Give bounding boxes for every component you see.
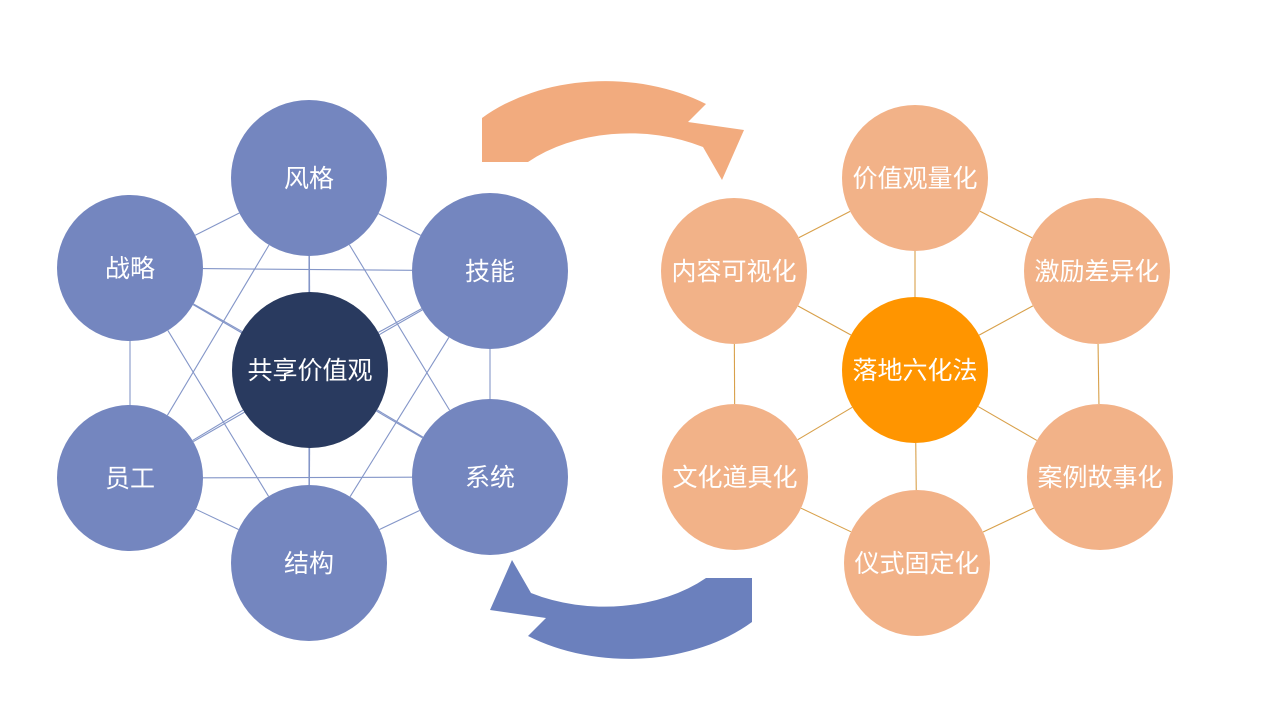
left-link-0-4	[166, 244, 270, 416]
left-node-1[interactable]: 技能	[412, 193, 568, 349]
right-link-5-0	[798, 210, 851, 239]
right-spoke-1	[978, 305, 1034, 336]
right-node-2[interactable]: 案例故事化	[1027, 404, 1173, 550]
left-node-2-circle[interactable]	[412, 399, 568, 555]
left-node-3[interactable]: 结构	[231, 485, 387, 641]
left-link-2-3	[379, 509, 420, 531]
left-node-0[interactable]: 风格	[231, 100, 387, 256]
left-node-2[interactable]: 系统	[412, 399, 568, 555]
right-node-1-circle[interactable]	[1024, 198, 1170, 344]
left-hub-node[interactable]: 共享价值观	[232, 292, 388, 448]
bottom-arrow-shape	[490, 560, 752, 659]
right-node-1[interactable]: 激励差异化	[1024, 198, 1170, 344]
bottom-curved-arrow-left	[490, 560, 752, 659]
left-link-1-3	[349, 337, 450, 497]
left-node-4-circle[interactable]	[57, 405, 203, 551]
left-spoke-1	[378, 308, 422, 333]
left-node-1-circle[interactable]	[412, 193, 568, 349]
right-hub-node[interactable]: 落地六化法	[842, 297, 988, 443]
right-node-3-circle[interactable]	[844, 490, 990, 636]
left-node-4[interactable]: 员工	[57, 405, 203, 551]
right-hub-node-circle[interactable]	[842, 297, 988, 443]
left-spoke-5	[193, 303, 243, 333]
right-node-5[interactable]: 内容可视化	[661, 198, 807, 344]
right-node-0-circle[interactable]	[842, 105, 988, 251]
left-node-5[interactable]: 战略	[57, 195, 203, 341]
right-link-2-3	[982, 507, 1035, 533]
left-node-0-circle[interactable]	[231, 100, 387, 256]
right-node-4-circle[interactable]	[662, 404, 808, 550]
right-spoke-4	[797, 406, 853, 441]
left-link-1-5	[202, 268, 413, 271]
right-node-3[interactable]: 仪式固定化	[844, 490, 990, 636]
right-spoke-5	[797, 305, 852, 336]
top-curved-arrow-right	[482, 81, 744, 180]
right-node-5-circle[interactable]	[661, 198, 807, 344]
left-link-0-5	[194, 212, 240, 236]
left-link-3-4	[195, 508, 239, 531]
right-connection-lines	[733, 210, 1100, 533]
left-link-2-4	[202, 476, 413, 479]
right-spoke-2	[977, 406, 1038, 441]
right-link-3-4	[800, 507, 852, 533]
left-node-3-circle[interactable]	[231, 485, 387, 641]
left-node-5-circle[interactable]	[57, 195, 203, 341]
left-link-3-5	[167, 330, 270, 497]
right-node-0[interactable]: 价值观量化	[842, 105, 988, 251]
left-link-0-1	[378, 213, 421, 236]
left-spoke-2	[376, 409, 424, 438]
top-arrow-shape	[482, 81, 744, 180]
right-link-0-1	[979, 210, 1033, 239]
left-link-0-2	[348, 244, 451, 411]
right-node-4[interactable]: 文化道具化	[662, 404, 808, 550]
right-link-1-2	[1097, 343, 1100, 405]
left-hub-node-circle[interactable]	[232, 292, 388, 448]
right-node-2-circle[interactable]	[1027, 404, 1173, 550]
left-spoke-4	[192, 409, 244, 441]
